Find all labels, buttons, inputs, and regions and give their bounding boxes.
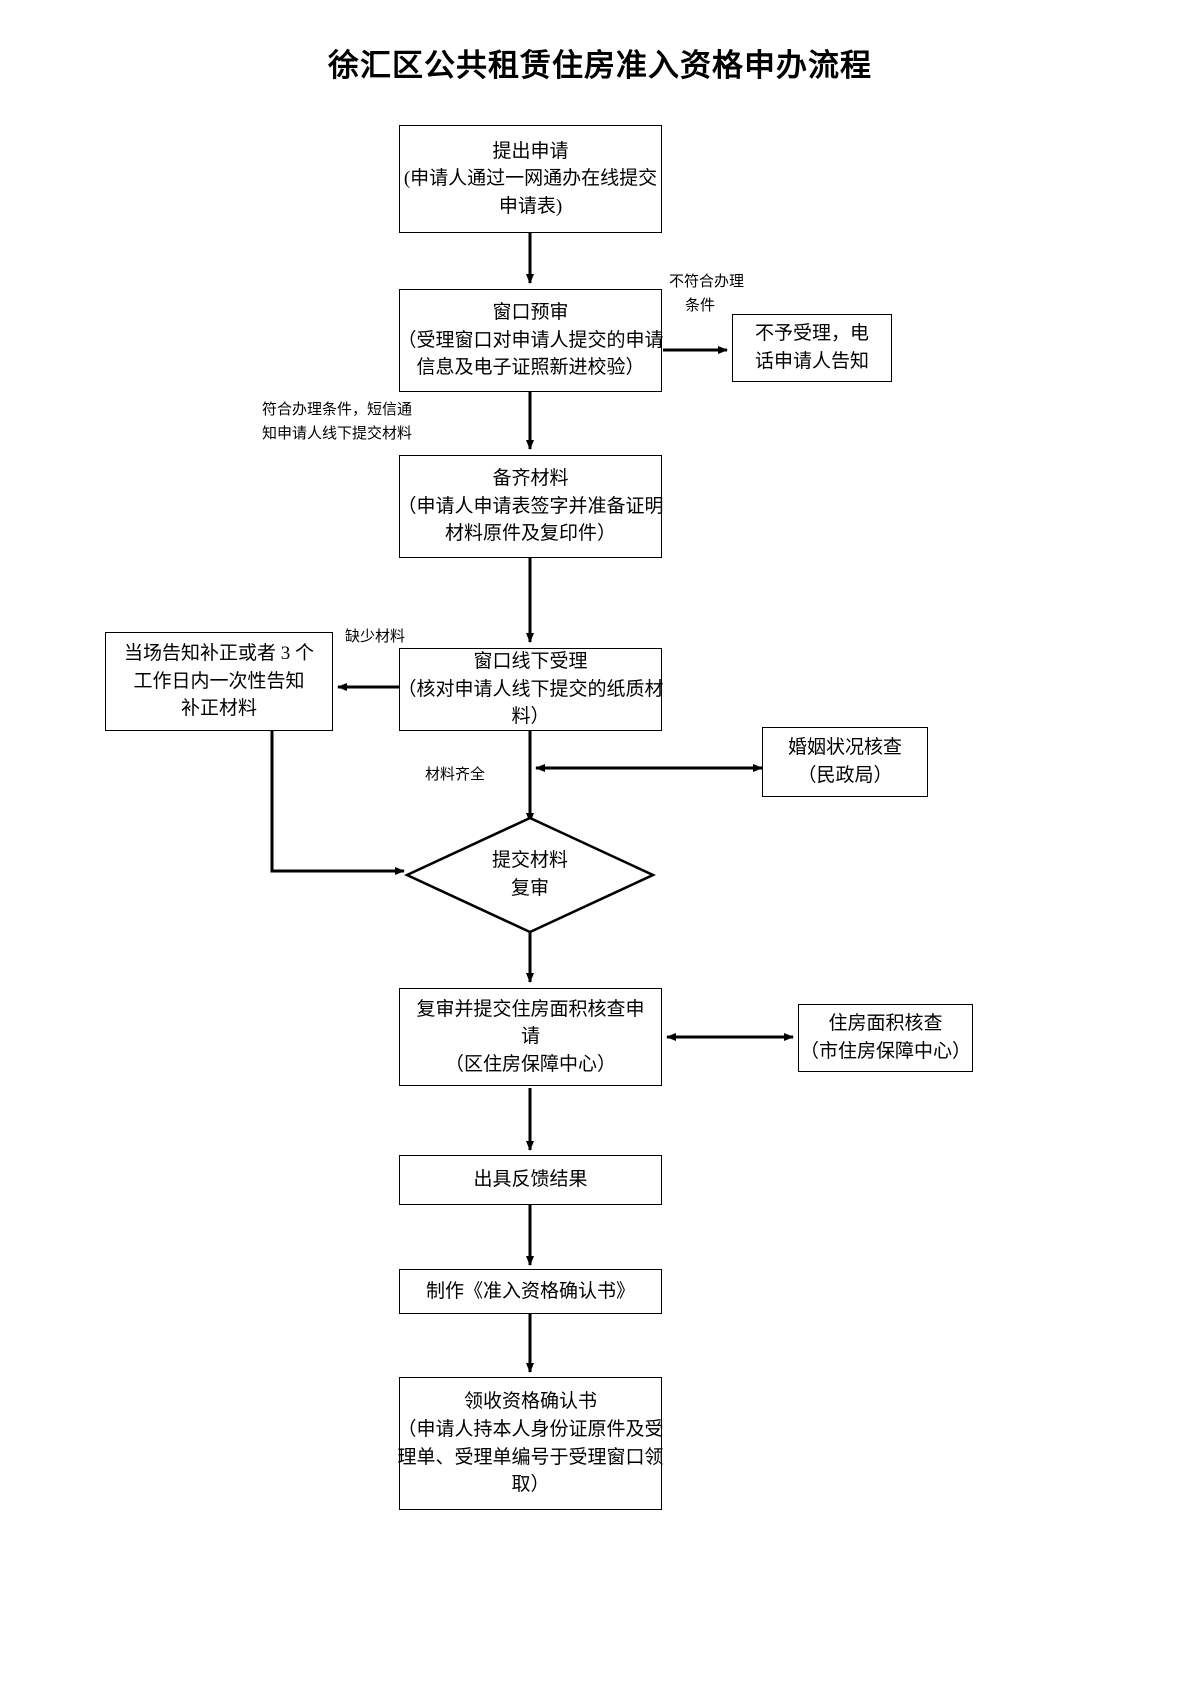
- node-collect-cert-line-4: 取）: [511, 1474, 550, 1496]
- node-feedback-line-1: 出具反馈结果: [473, 1169, 588, 1191]
- edge-label-missing-docs-line-1: 缺少材料: [345, 629, 406, 645]
- node-area-apply-line-1: 复审并提交住房面积核查申: [416, 998, 645, 1020]
- edge-label-eligible-line-1: 符合办理条件，短信通: [262, 402, 413, 418]
- node-area-check-line-1: 住房面积核查: [828, 1013, 943, 1035]
- node-apply-line-2: (申请人通过一网通办在线提交: [403, 168, 658, 190]
- node-pre-review-line-2: （受理窗口对申请人提交的申请: [397, 329, 664, 351]
- edge-label-docs-complete-line-1: 材料齐全: [425, 767, 486, 783]
- node-collect-cert-line-2: （申请人持本人身份证原件及受: [397, 1418, 664, 1440]
- node-marriage-check[interactable]: 婚姻状况核查 （民政局）: [762, 727, 928, 797]
- node-prepare-line-3: 材料原件及复印件）: [444, 523, 616, 545]
- edge-label-eligible: 符合办理条件，短信通 知申请人线下提交材料: [262, 398, 412, 446]
- node-apply[interactable]: 提出申请 (申请人通过一网通办在线提交 申请表): [399, 125, 662, 233]
- node-make-cert-line-1: 制作《准入资格确认书》: [425, 1280, 635, 1302]
- node-area-apply-line-3: （区住房保障中心）: [444, 1053, 616, 1075]
- node-apply-line-1: 提出申请: [492, 140, 569, 162]
- node-offline-line-1: 窗口线下受理: [473, 651, 588, 673]
- node-offline-line-2: （核对申请人线下提交的纸质材: [397, 678, 664, 700]
- node-prepare-line-1: 备齐材料: [492, 468, 569, 490]
- node-marriage-line-2: （民政局）: [797, 765, 893, 786]
- node-collect-cert-line-3: 理单、受理单编号于受理窗口领: [397, 1446, 664, 1468]
- node-offline-line-3: 料）: [511, 706, 550, 728]
- edge-label-not-eligible: 不符合办理 条件: [669, 270, 744, 318]
- node-collect-certificate[interactable]: 领收资格确认书 （申请人持本人身份证原件及受 理单、受理单编号于受理窗口领 取）: [397, 1377, 664, 1510]
- node-offline-acceptance[interactable]: 窗口线下受理 （核对申请人线下提交的纸质材 料）: [397, 648, 664, 731]
- node-feedback-result[interactable]: 出具反馈结果: [399, 1155, 662, 1205]
- node-area-apply-line-2: 请: [520, 1026, 540, 1048]
- node-area-check-line-2: （市住房保障中心）: [800, 1041, 972, 1062]
- node-pre-review[interactable]: 窗口预审 （受理窗口对申请人提交的申请 信息及电子证照新进校验）: [397, 289, 664, 392]
- node-area-check-apply[interactable]: 复审并提交住房面积核查申 请 （区住房保障中心）: [399, 988, 662, 1086]
- node-apply-line-3: 申请表): [498, 195, 563, 217]
- node-reject-line-2: 话申请人告知: [754, 351, 869, 372]
- node-supplement-line-3: 补正材料: [180, 698, 257, 720]
- node-supplement-line-1: 当场告知补正或者 3 个: [123, 643, 314, 665]
- edge-label-not-eligible-line-1: 不符合办理: [669, 274, 745, 290]
- node-prepare-materials[interactable]: 备齐材料 （申请人申请表签字并准备证明 材料原件及复印件）: [397, 455, 664, 558]
- node-prepare-line-2: （申请人申请表签字并准备证明: [397, 495, 664, 517]
- edge-label-not-eligible-line-2: 条件: [685, 298, 716, 314]
- node-supplement-line-2: 工作日内一次性告知: [133, 670, 305, 692]
- edge-label-missing-docs: 缺少材料: [345, 625, 405, 649]
- edge-label-eligible-line-2: 知申请人线下提交材料: [262, 426, 413, 442]
- node-pre-review-line-3: 信息及电子证照新进校验）: [416, 357, 645, 379]
- page-title: 徐汇区公共租赁住房准入资格申办流程: [328, 48, 872, 84]
- node-reject-line-1: 不予受理，电: [754, 323, 869, 345]
- node-submit-recheck[interactable]: 提交材料 复审: [404, 815, 656, 935]
- edge-label-docs-complete: 材料齐全: [425, 763, 485, 787]
- node-marriage-line-1: 婚姻状况核查: [787, 737, 902, 759]
- node-make-certificate[interactable]: 制作《准入资格确认书》: [399, 1269, 662, 1314]
- node-reject[interactable]: 不予受理，电 话申请人告知: [732, 314, 892, 382]
- node-housing-area-check[interactable]: 住房面积核查 （市住房保障中心）: [798, 1004, 973, 1072]
- node-pre-review-line-1: 窗口预审: [492, 302, 569, 324]
- node-supplement-notice[interactable]: 当场告知补正或者 3 个 工作日内一次性告知 补正材料: [105, 632, 333, 731]
- node-collect-cert-line-1: 领收资格确认书: [463, 1391, 597, 1413]
